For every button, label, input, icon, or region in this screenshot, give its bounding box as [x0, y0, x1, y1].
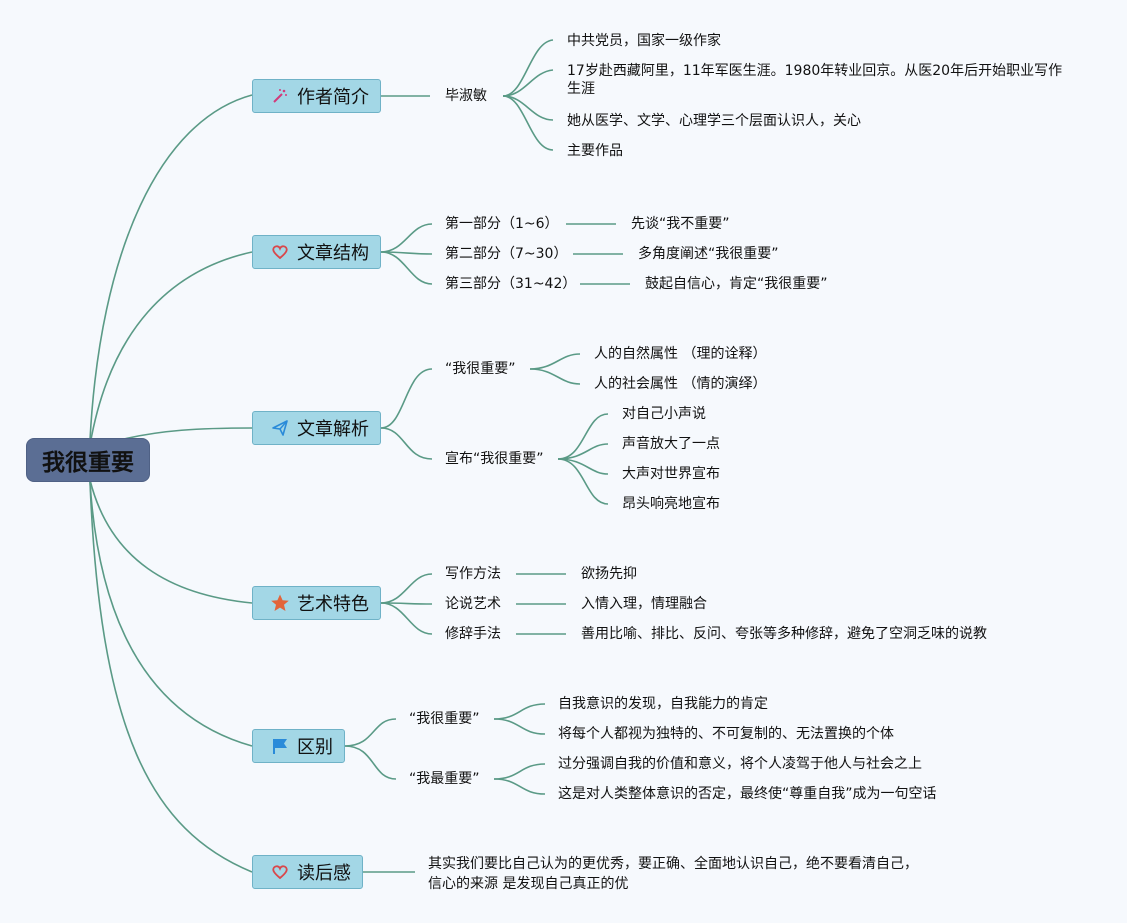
difference-item[interactable]: 这是对人类整体意识的否定，最终使“尊重自我”成为一句空话 — [558, 786, 937, 802]
structure-part-desc[interactable]: 鼓起自信心，肯定“我很重要” — [645, 276, 828, 292]
art-row-label[interactable]: 修辞手法 — [445, 626, 501, 642]
topic-reflection[interactable]: 读后感 — [252, 855, 363, 889]
reflection-text[interactable]: 其实我们要比自己认为的更优秀，要正确、全面地认识自己，绝不要看清自己，信心的来源… — [428, 856, 918, 892]
topic-analysis[interactable]: 文章解析 — [252, 411, 381, 445]
flag-icon — [269, 735, 291, 757]
author-item[interactable]: 主要作品 — [567, 143, 623, 159]
analysis-item[interactable]: 昂头响亮地宣布 — [622, 496, 720, 512]
root-title: 我很重要 — [42, 450, 134, 476]
topic-author[interactable]: 作者简介 — [252, 79, 381, 113]
star-icon — [269, 592, 291, 614]
paper-plane-icon — [269, 417, 291, 439]
topic-title: 文章解析 — [297, 419, 369, 440]
art-row-desc[interactable]: 善用比喻、排比、反问、夸张等多种修辞，避免了空洞乏味的说教 — [581, 626, 987, 642]
topic-structure[interactable]: 文章结构 — [252, 235, 381, 269]
art-row-desc[interactable]: 入情入理，情理融合 — [581, 596, 707, 612]
structure-part-desc[interactable]: 多角度阐述“我很重要” — [638, 246, 779, 262]
analysis-item[interactable]: 声音放大了一点 — [622, 436, 720, 452]
heart-icon — [269, 241, 291, 263]
art-row-label[interactable]: 论说艺术 — [445, 596, 501, 612]
topic-title: 区别 — [297, 737, 333, 758]
structure-part-desc[interactable]: 先谈“我不重要” — [631, 216, 730, 232]
topic-title: 作者简介 — [297, 87, 369, 108]
topic-art[interactable]: 艺术特色 — [252, 586, 381, 620]
structure-part-label[interactable]: 第二部分（7~30） — [445, 246, 568, 262]
art-row-desc[interactable]: 欲扬先抑 — [581, 566, 637, 582]
topic-title: 艺术特色 — [297, 594, 369, 615]
topic-title: 文章结构 — [297, 243, 369, 264]
difference-item[interactable]: 自我意识的发现，自我能力的肯定 — [558, 696, 768, 712]
analysis-item[interactable]: 对自己小声说 — [622, 406, 706, 422]
heart-icon — [269, 861, 291, 883]
topic-difference[interactable]: 区别 — [252, 729, 345, 763]
author-item[interactable]: 17岁赴西藏阿里，11年军医生涯。1980年转业回京。从医20年后开始职业写作生… — [567, 63, 1063, 97]
magic-wand-icon — [269, 85, 291, 107]
analysis-item[interactable]: 人的社会属性 （情的演绎） — [594, 376, 767, 392]
difference-group-label[interactable]: “我很重要” — [409, 711, 480, 727]
structure-part-label[interactable]: 第三部分（31~42） — [445, 276, 577, 292]
author-item[interactable]: 她从医学、文学、心理学三个层面认识人，关心 — [567, 113, 861, 129]
analysis-group-label[interactable]: 宣布“我很重要” — [445, 451, 544, 467]
analysis-group-label[interactable]: “我很重要” — [445, 361, 516, 377]
root-topic[interactable]: 我很重要 — [26, 438, 150, 482]
analysis-item[interactable]: 大声对世界宣布 — [622, 466, 720, 482]
difference-item[interactable]: 将每个人都视为独特的、不可复制的、无法置换的个体 — [558, 726, 894, 742]
difference-group-label[interactable]: “我最重要” — [409, 771, 480, 787]
structure-part-label[interactable]: 第一部分（1~6） — [445, 216, 559, 232]
analysis-item[interactable]: 人的自然属性 （理的诠释） — [594, 346, 767, 362]
difference-item[interactable]: 过分强调自我的价值和意义，将个人凌驾于他人与社会之上 — [558, 756, 922, 772]
author-item[interactable]: 中共党员，国家一级作家 — [567, 33, 721, 49]
author-name[interactable]: 毕淑敏 — [445, 88, 487, 104]
topic-title: 读后感 — [297, 863, 351, 884]
art-row-label[interactable]: 写作方法 — [445, 566, 501, 582]
